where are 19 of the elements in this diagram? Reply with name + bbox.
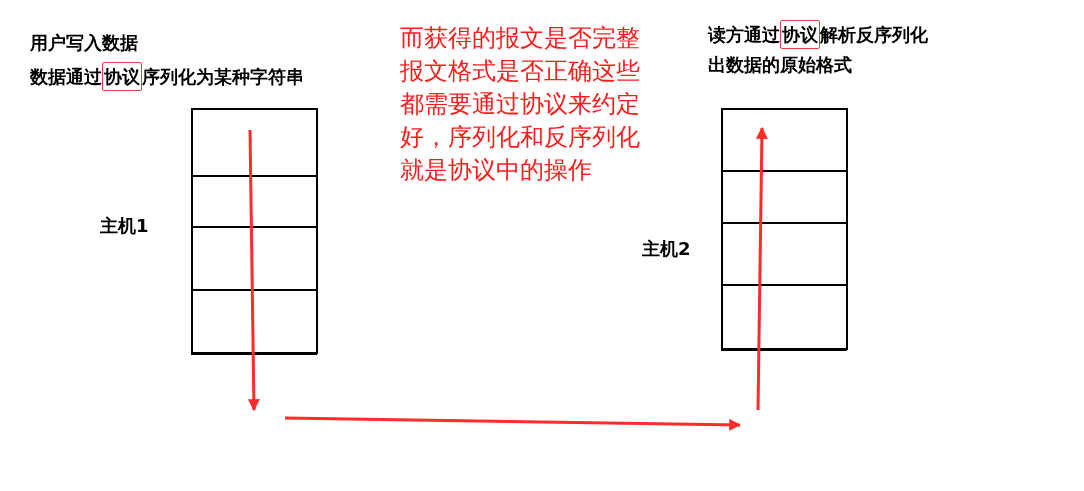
stack-box bbox=[191, 108, 317, 355]
stack-cell bbox=[720, 169, 848, 224]
stack-cell bbox=[190, 288, 318, 354]
note-text: 而获得的报文是否完整报文格式是否正确这些都需要通过协议来约定好，序列化和反序列化就是协议中的操作 bbox=[400, 23, 641, 186]
stack-cell bbox=[720, 283, 848, 350]
caption-text: 数据通过协议序列化为某种字符串 bbox=[30, 62, 304, 92]
arrow bbox=[247, 129, 260, 412]
host-label: 主机2 bbox=[642, 237, 691, 261]
stack-cell bbox=[190, 225, 318, 291]
stack-cell bbox=[720, 107, 848, 172]
stack-cell bbox=[720, 221, 848, 286]
stack-cell bbox=[190, 107, 318, 177]
host-label: 主机1 bbox=[100, 214, 149, 238]
caption-text: 读方通过协议解析反序列化出数据的原始格式 bbox=[708, 20, 930, 80]
caption-text: 用户写入数据 bbox=[30, 31, 138, 55]
stack-box bbox=[721, 108, 847, 351]
arrow bbox=[284, 416, 742, 431]
arrow bbox=[755, 126, 768, 411]
stack-cell bbox=[190, 174, 318, 228]
